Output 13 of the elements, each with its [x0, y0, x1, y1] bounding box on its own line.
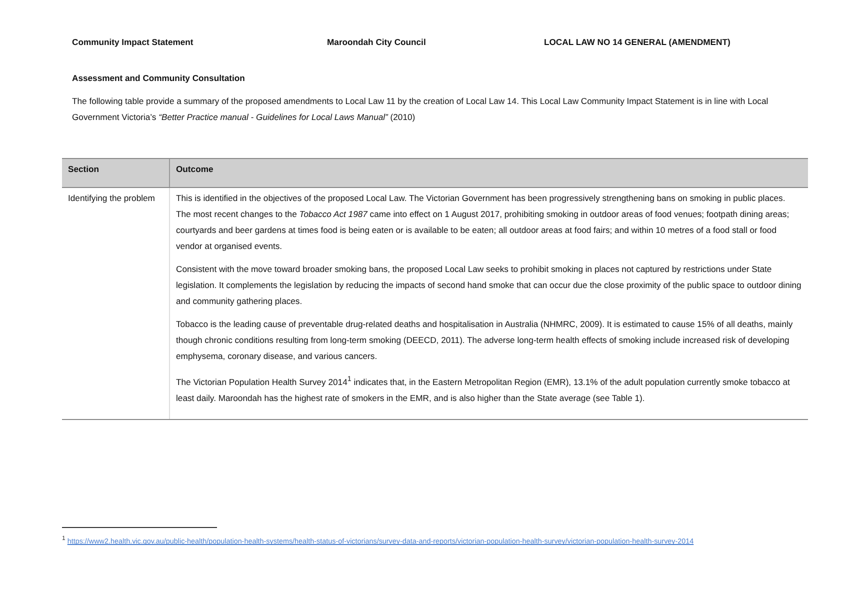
row-header: Identifying the problem: [62, 188, 170, 420]
header-text: Community Impact Statement: [72, 36, 194, 49]
column-header: Section: [62, 158, 170, 188]
paragraph: Tobacco is the leading cause of preventable drug-related deaths and hospitalisation in Australia (NHMRC, 2009). It is estimated to cause 15% of all deaths, mainly though chronic conditions resulting from long-term smoking (DEECD, 2011). The adverse long-term health effects of smoking include increased risk of developing emphysema, coronary disease, and various cancers.: [176, 318, 794, 363]
footnote-mark: 1: [62, 536, 66, 542]
section-heading: Assessment and Community Consultation: [72, 72, 245, 85]
column-header: Outcome: [170, 158, 808, 188]
paragraph: The Victorian Population Health Survey 2014$^{1}$ indicates that, in the Eastern Metropolitan Region (EMR), 13.1% of the adult population currently smoke tobacco at least daily. Maroondah has the highest rate of smokers in the EMR, and is also higher than the State average (see Table 1).: [176, 374, 791, 405]
paragraph: This is identified in the objectives of the proposed Local Law. The Victorian Government has been progressively strengthening bans on smoking in public places. The most recent changes to the Tobacco Act 1987 came into effect on 1 August 2017, prohibiting smoking in outdoor areas of food venues; footpath dining areas; courtyards and beer gardens at times food is being eaten or is available to be eaten; all outdoor areas at food fairs; and within 10 metres of a food stall or food vendor at organised events.: [176, 192, 790, 253]
header-text: LOCAL LAW NO 14 GENERAL (AMENDMENT): [544, 36, 730, 49]
header-text: Maroondah City Council: [327, 36, 426, 49]
intro-paragraph: The following table provide a summary of the proposed amendments to Local Law 11 by the creation of Local Law 14. This Local Law Community Impact Statement is in line with Local Government Victoria’s “Better Practice manual - Guidelines for Local Laws Manual” (2010): [72, 95, 770, 124]
paragraph: Consistent with the move toward broader smoking bans, the proposed Local Law seeks to prohibit smoking in places not captured by restrictions under State legislation. It complements the legislation by reducing the impacts of second hand smoke that can occur due the close proximity of the public space to outdoor dining and community gathering places.: [176, 263, 802, 308]
